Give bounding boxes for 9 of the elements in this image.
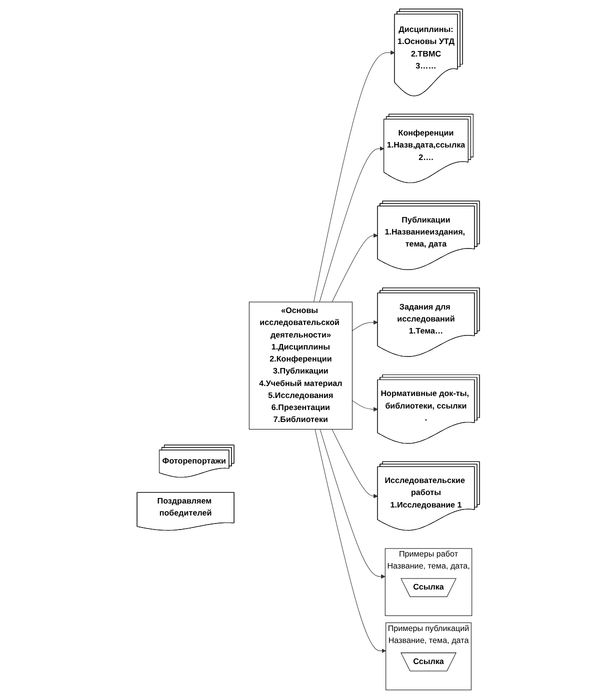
arrow [320, 429, 386, 579]
arrow [352, 400, 378, 412]
arrow [332, 233, 378, 302]
arrow [313, 50, 395, 302]
arrow [352, 320, 378, 332]
arrow [314, 429, 386, 654]
node-box: «Основы исследовательской деятельности» 1.Дисциплины 2.Конференции 3.Публикации 4.Учебный материал 5.Исследования 6.Презентации 7.Библиотеки [248, 302, 352, 430]
arrow [332, 429, 378, 498]
arrow [318, 146, 384, 302]
